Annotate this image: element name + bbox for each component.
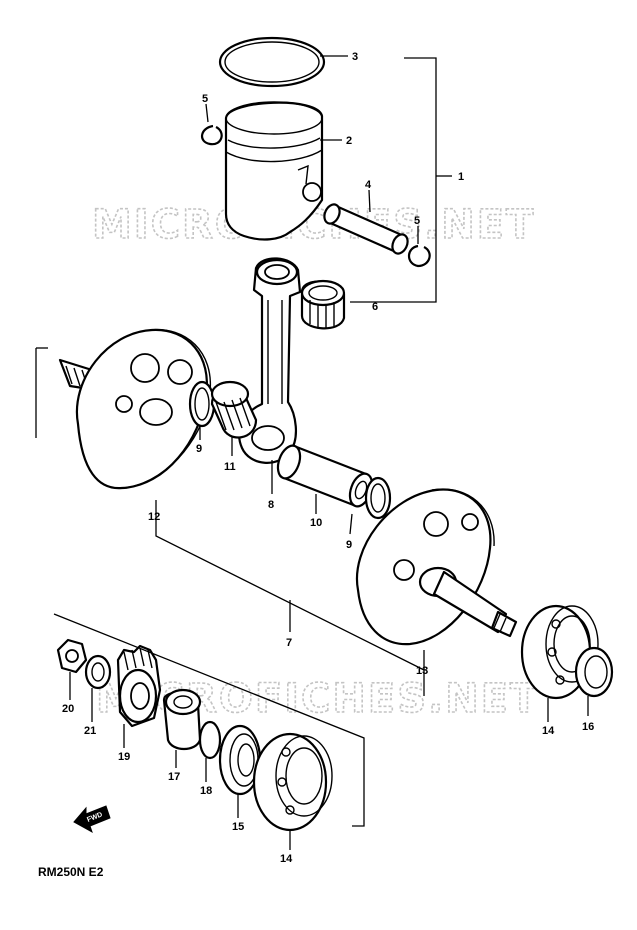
crankshaft-nut[interactable] <box>56 638 88 674</box>
small-end-bearing[interactable] <box>300 279 346 330</box>
piston-pin[interactable] <box>322 202 411 256</box>
crankshaft-bearing-left[interactable] <box>252 732 333 832</box>
crank-pin[interactable] <box>274 443 376 510</box>
model-code: RM250N E2 <box>38 865 104 879</box>
callout-5-right: 5 <box>414 215 420 227</box>
callout-9-right: 9 <box>346 539 352 551</box>
callout-19: 19 <box>118 751 130 763</box>
callout-4: 4 <box>365 179 372 191</box>
forward-arrow-icon: FWD <box>73 805 111 834</box>
callout-17: 17 <box>168 771 180 783</box>
callout-21: 21 <box>84 725 96 737</box>
crankshaft-bearing-right[interactable] <box>520 604 599 700</box>
crank-web-left[interactable] <box>58 328 212 490</box>
thrust-washer-left[interactable] <box>188 380 216 428</box>
crank-web-right[interactable] <box>355 488 518 646</box>
callout-10: 10 <box>310 517 322 529</box>
callout-5-left: 5 <box>202 93 208 105</box>
callout-2: 2 <box>346 135 352 147</box>
callout-18: 18 <box>200 785 212 797</box>
connecting-rod[interactable] <box>238 257 302 464</box>
callout-6: 6 <box>372 301 378 313</box>
nut-washer[interactable] <box>84 654 112 690</box>
callout-3: 3 <box>352 51 358 63</box>
callout-numbers: 1 2 3 4 5 5 6 7 8 9 9 10 11 12 13 14 14 … <box>62 51 594 865</box>
callout-7: 7 <box>286 637 292 649</box>
callout-11: 11 <box>224 461 236 473</box>
thrust-washer-right[interactable] <box>364 476 392 520</box>
callout-20: 20 <box>62 703 74 715</box>
callout-1: 1 <box>458 171 464 183</box>
callout-14-left: 14 <box>280 853 293 865</box>
callout-15: 15 <box>232 821 244 833</box>
callout-12: 12 <box>148 511 160 523</box>
piston-pin-circlip-left[interactable] <box>201 124 223 146</box>
piston-ring[interactable] <box>218 36 326 88</box>
callout-13: 13 <box>416 665 428 677</box>
oil-seal-right[interactable] <box>574 646 614 698</box>
callout-16: 16 <box>582 721 594 733</box>
o-ring[interactable] <box>198 720 222 760</box>
watermark-bottom: MICROFICHES.NET <box>96 676 539 722</box>
piston-pin-circlip-right[interactable] <box>407 244 431 268</box>
leader-lines <box>35 55 589 850</box>
callout-14-right: 14 <box>542 725 555 737</box>
big-end-bearing[interactable] <box>210 380 258 439</box>
callout-9-left: 9 <box>196 443 202 455</box>
callout-8: 8 <box>268 499 274 511</box>
crankshaft-spacer[interactable] <box>162 688 202 751</box>
piston[interactable] <box>224 101 324 241</box>
primary-drive-gear[interactable] <box>116 644 162 728</box>
